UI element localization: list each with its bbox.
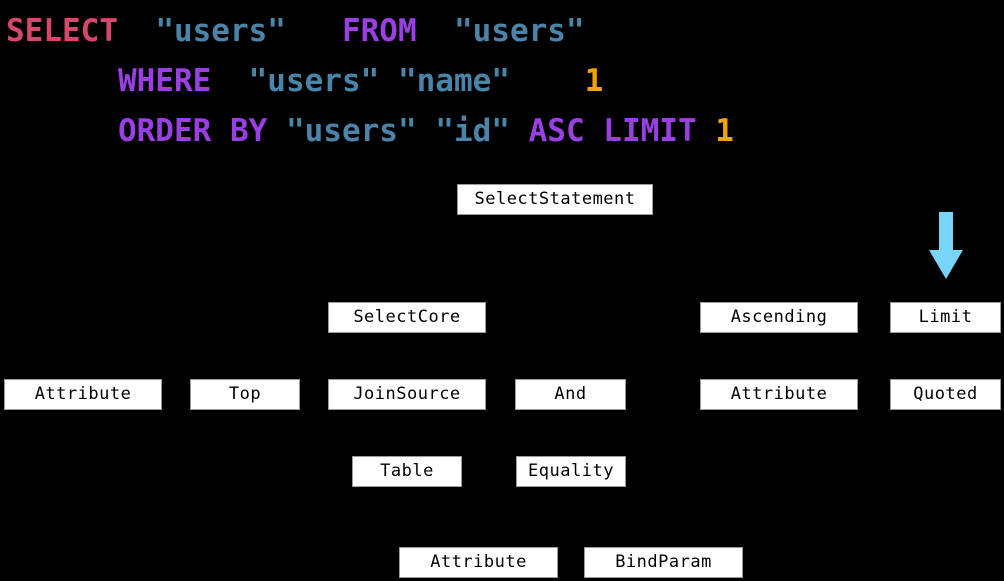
- ast-node-table[interactable]: Table: [352, 456, 462, 487]
- ast-node-equality[interactable]: Equality: [516, 456, 626, 487]
- ast-node-joinsource[interactable]: JoinSource: [328, 379, 486, 410]
- sql-token-ident: "users": [155, 13, 286, 49]
- ast-node-selectstatement[interactable]: SelectStatement: [457, 184, 653, 215]
- ast-node-attribute[interactable]: Attribute: [4, 379, 162, 410]
- sql-token-ident: "users": [248, 63, 380, 99]
- sql-token-keyword-select: SELECT: [6, 13, 118, 49]
- ast-node-ascending[interactable]: Ascending: [700, 302, 858, 333]
- sql-token-ident: "name": [397, 63, 510, 99]
- sql-query-text: SELECT "users" FROM "users" WHERE "users…: [0, 0, 1004, 160]
- down-arrow-pointer-icon: [929, 212, 963, 279]
- sql-token-keyword: ORDER BY: [117, 113, 268, 149]
- sql-token-ident: "users": [285, 113, 417, 149]
- ast-node-bindparam[interactable]: BindParam: [584, 547, 743, 578]
- sql-token-ident: "id": [435, 113, 510, 149]
- sql-line-1: SELECT "users" FROM "users": [0, 0, 1004, 56]
- sql-line-3: ORDER BY "users" "id" ASC LIMIT 1: [0, 106, 1004, 156]
- ast-node-top[interactable]: Top: [190, 379, 300, 410]
- sql-token-number: 1: [584, 63, 604, 99]
- ast-node-attribute[interactable]: Attribute: [399, 547, 558, 578]
- sql-token-number: 1: [715, 113, 734, 149]
- ast-node-quoted[interactable]: Quoted: [890, 379, 1001, 410]
- sql-token-ident: "users": [453, 13, 585, 49]
- sql-token-keyword: LIMIT: [603, 113, 697, 149]
- sql-token-keyword: FROM: [341, 13, 417, 49]
- sql-token-keyword: ASC: [528, 113, 585, 149]
- ast-node-limit[interactable]: Limit: [890, 302, 1001, 333]
- ast-node-and[interactable]: And: [515, 379, 626, 410]
- ast-node-attribute[interactable]: Attribute: [700, 379, 858, 410]
- sql-line-2: WHERE "users" "name" 1: [0, 56, 1004, 106]
- sql-token-keyword: WHERE: [117, 63, 212, 99]
- ast-node-selectcore[interactable]: SelectCore: [328, 302, 486, 333]
